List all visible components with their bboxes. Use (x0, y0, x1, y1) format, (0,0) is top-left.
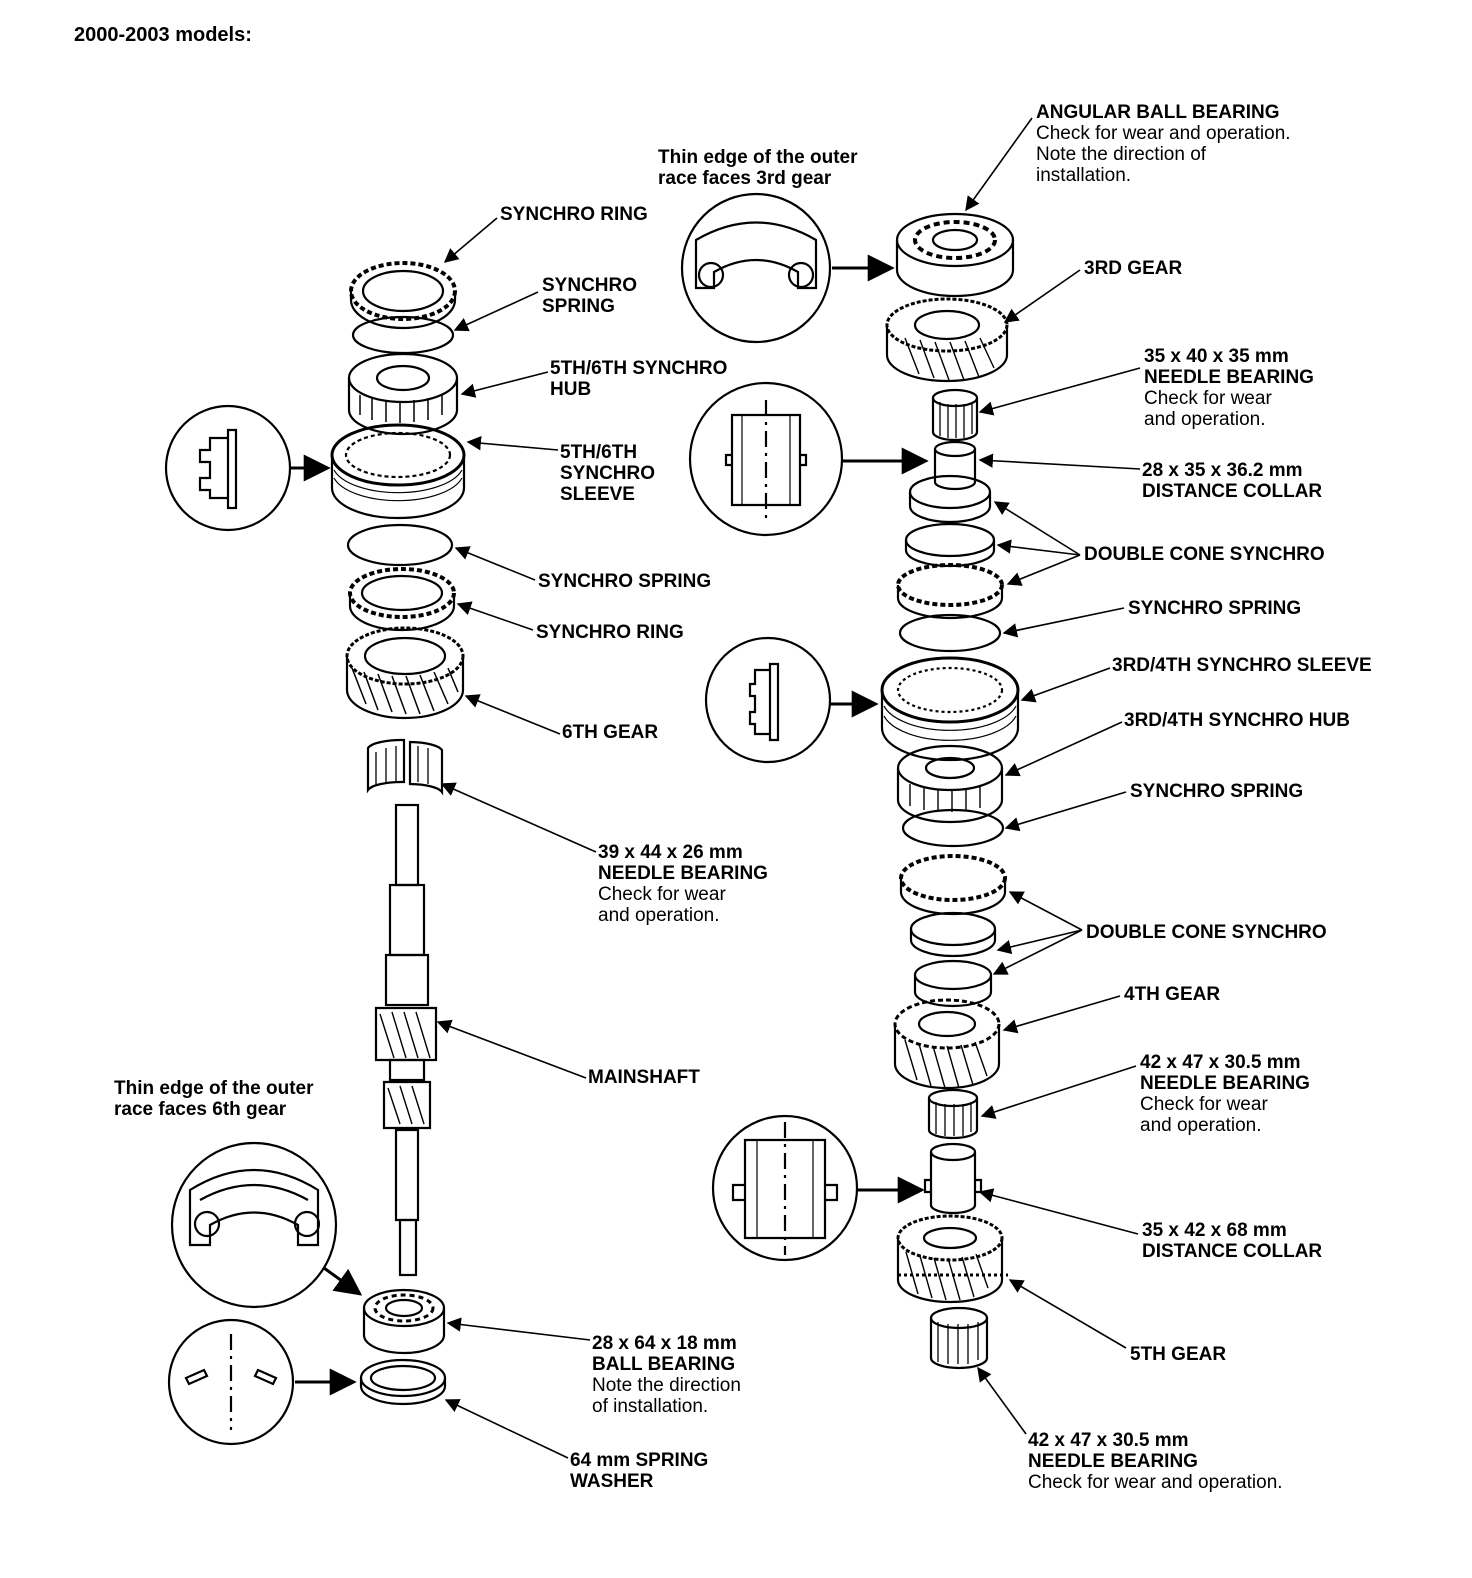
washer-detail-circle (167, 1318, 295, 1446)
needle-bearing-42a-part (927, 1088, 979, 1140)
double-cone-1-part (896, 474, 1004, 620)
angular-bearing-part (895, 212, 1015, 298)
needle-bearing-42b-part (929, 1306, 989, 1370)
mainshaft-part (374, 803, 438, 1277)
synchro-spring-r2-part (901, 808, 1005, 848)
label-double-cone-1: DOUBLE CONE SYNCHRO (1084, 544, 1325, 565)
distance-collar-35-part (923, 1142, 983, 1215)
label-synchro-ring-top: SYNCHRO RING (500, 204, 648, 225)
sleeve-34-detail-circle (704, 636, 832, 764)
sleeve-56-part (330, 423, 466, 520)
spring-washer-part (359, 1358, 447, 1406)
gear-6-part (345, 626, 465, 720)
label-hub-34: 3RD/4TH SYNCHRO HUB (1124, 710, 1350, 731)
label-synchro-spring-mid: SYNCHRO SPRING (538, 571, 712, 592)
ball-bearing-part (362, 1288, 446, 1355)
label-gear-4: 4TH GEAR (1124, 984, 1221, 1005)
synchro-spring-mid-part (346, 523, 454, 567)
synchro-spring-top-part (351, 315, 455, 355)
needle-bearing-35-part (931, 388, 979, 442)
gear-3-part (885, 297, 1009, 383)
label-mainshaft: MAINSHAFT (588, 1067, 700, 1088)
label-synchro-ring-mid: SYNCHRO RING (536, 622, 684, 643)
collar-35-detail-circle (711, 1114, 859, 1262)
label-gear-5: 5TH GEAR (1130, 1344, 1227, 1365)
distance-collar-28-part (933, 440, 977, 491)
page-title: 2000-2003 models: (74, 24, 252, 46)
label-sleeve-34: 3RD/4TH SYNCHRO SLEEVE (1112, 655, 1372, 676)
label-gear-3: 3RD GEAR (1084, 258, 1183, 279)
label-gear-6: 6TH GEAR (562, 722, 659, 743)
synchro-ring-top-part (349, 261, 457, 330)
label-synchro-spring-r2: SYNCHRO SPRING (1130, 781, 1304, 802)
double-cone-2-part (899, 854, 1007, 1008)
synchro-spring-r1-part (898, 613, 1002, 653)
collar-28-detail-circle (688, 381, 844, 537)
gear-4-part (893, 998, 1001, 1090)
leader-lines (290, 117, 1141, 1459)
label-synchro-spring-r1: SYNCHRO SPRING (1128, 598, 1302, 619)
bearing-6-detail-circle (170, 1141, 338, 1309)
sleeve-34-part (880, 656, 1020, 762)
label-double-cone-2: DOUBLE CONE SYNCHRO (1086, 922, 1327, 943)
gear-5-part (896, 1214, 1008, 1304)
hub-34-part (896, 744, 1004, 824)
synchro-ring-mid-part (348, 567, 456, 632)
bearing-3-detail-circle (680, 192, 832, 344)
sleeve-detail-circle (164, 404, 292, 532)
needle-bearing-39-part (366, 738, 444, 796)
hub-56-part (347, 352, 459, 436)
